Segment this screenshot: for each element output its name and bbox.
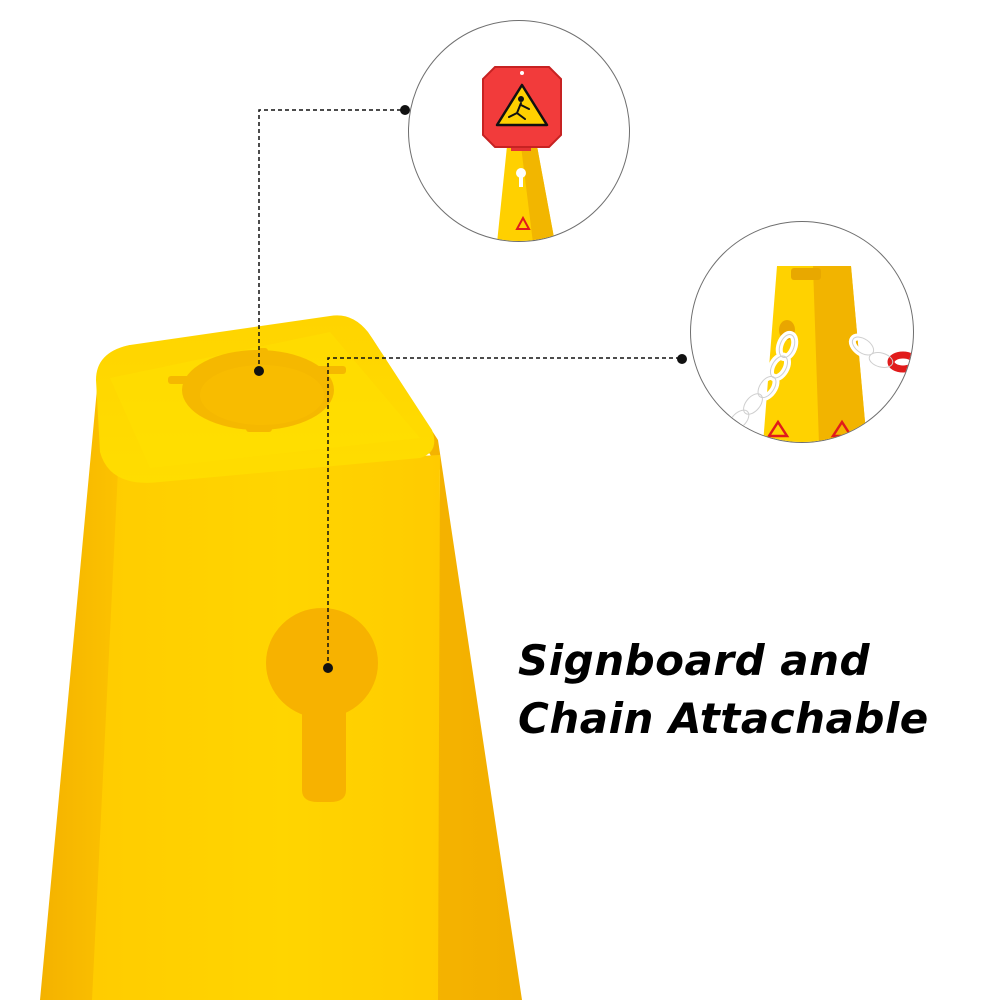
- headline: Signboard and Chain Attachable: [518, 632, 988, 748]
- callout-line-signboard: [254, 105, 410, 376]
- cone-right-face: [343, 318, 522, 1000]
- signboard-inset: [408, 20, 630, 242]
- headline-line-2: Chain Attachable: [518, 694, 929, 743]
- keyhole-slot: [266, 608, 378, 802]
- chain-inset: [690, 221, 914, 443]
- top-socket: [168, 348, 346, 432]
- chain-icon: [725, 330, 799, 434]
- cone-front-face: [92, 455, 440, 1000]
- headline-line-1: Signboard and: [518, 636, 871, 685]
- warning-sign-icon: [482, 66, 562, 148]
- chain-right: [848, 333, 913, 373]
- callout-line-chain: [323, 354, 687, 673]
